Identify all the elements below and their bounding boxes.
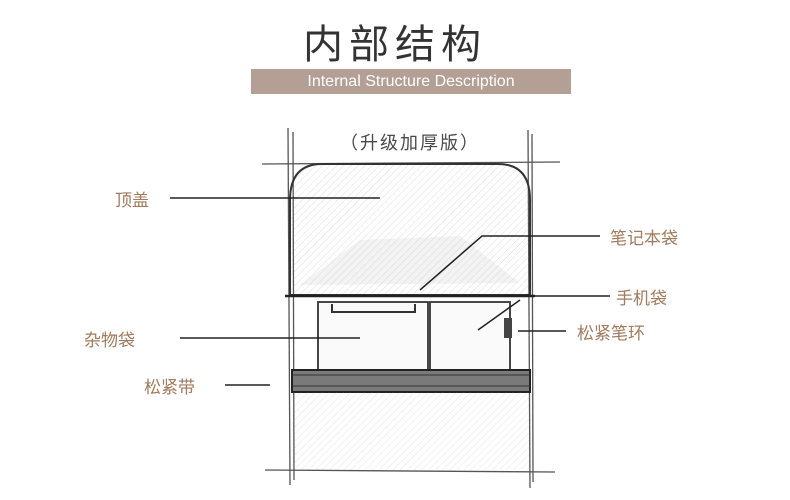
leader-lines	[170, 197, 610, 386]
notebook-sleeve-shading	[300, 236, 520, 285]
pen-loop-shape	[504, 318, 512, 338]
lower-body	[292, 392, 530, 470]
label-pen-loop: 松紧笔环	[577, 324, 645, 344]
elastic-band-shape	[291, 369, 531, 393]
page-title: 内部结构	[303, 22, 487, 68]
label-sundries-bag: 杂物袋	[84, 331, 135, 351]
label-notebook-bag: 笔记本袋	[610, 229, 678, 249]
diagram-subtitle: （升级加厚版）	[340, 133, 480, 154]
section-banner: Internal Structure Description	[251, 69, 571, 94]
top-cover-shape	[289, 163, 531, 296]
label-top-cover: 顶盖	[115, 191, 149, 211]
label-phone-bag: 手机袋	[616, 289, 667, 309]
pockets	[317, 301, 511, 371]
label-elastic-band: 松紧带	[144, 378, 195, 398]
